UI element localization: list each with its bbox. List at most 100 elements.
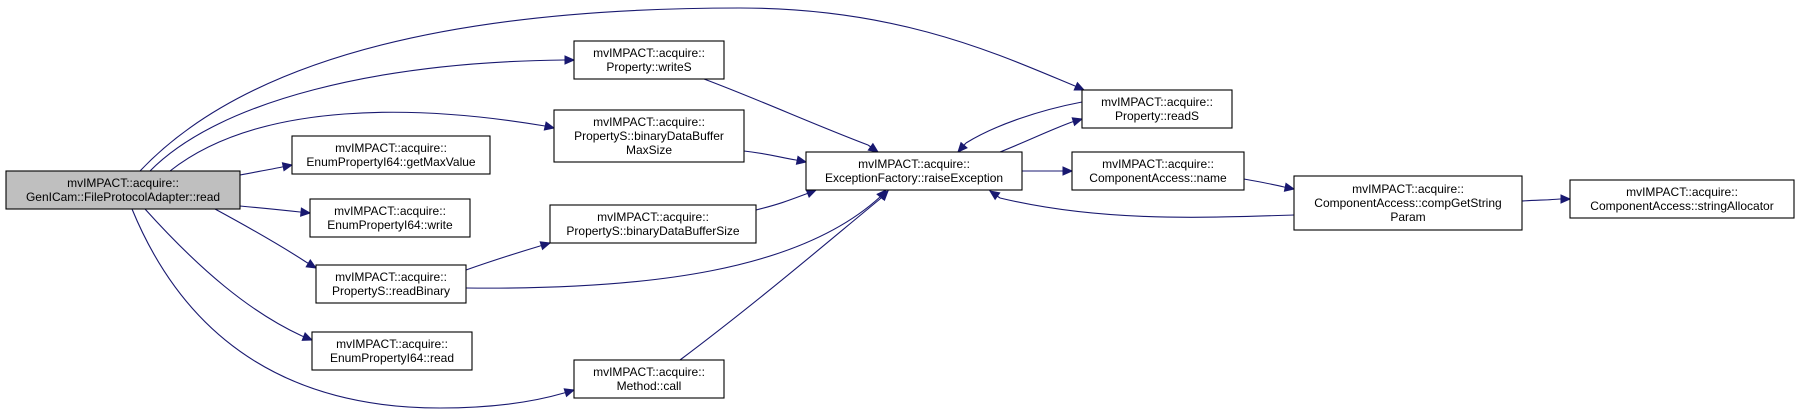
edge-line-tail xyxy=(281,164,293,168)
edge-compGet-to-strAlloc xyxy=(1521,194,1572,204)
edge-line-tail xyxy=(563,389,575,394)
node-box[interactable] xyxy=(549,204,757,244)
node-label-line: Property::readS xyxy=(1115,109,1199,123)
edge-binMax-to-raise xyxy=(743,150,808,165)
node-getMax[interactable]: mvIMPACT::acquire::EnumPropertyI64::getM… xyxy=(291,135,491,175)
edge-raise-to-readS xyxy=(999,117,1084,153)
edge-root-to-binMax xyxy=(169,111,556,172)
node-label-line: Param xyxy=(1390,210,1425,224)
node-label-line: EnumPropertyI64::getMaxValue xyxy=(306,155,476,169)
node-label-line: mvIMPACT::acquire:: xyxy=(593,46,705,60)
node-label-line: mvIMPACT::acquire:: xyxy=(593,365,705,379)
edge-line xyxy=(149,59,565,172)
node-label-line: mvIMPACT::acquire:: xyxy=(1102,157,1214,171)
node-box[interactable] xyxy=(291,135,491,175)
edge-call-to-raise xyxy=(679,190,889,361)
node-writeS[interactable]: mvIMPACT::acquire::Property::writeS xyxy=(573,40,725,80)
node-raise[interactable]: mvIMPACT::acquire::ExceptionFactory::rai… xyxy=(805,151,1023,191)
edge-writeS-to-raise xyxy=(703,78,880,153)
node-label-line: MaxSize xyxy=(626,143,672,157)
edge-line-tail xyxy=(957,142,967,153)
edge-line xyxy=(169,111,546,172)
node-label-line: ExceptionFactory::raiseException xyxy=(825,171,1003,185)
node-name[interactable]: mvIMPACT::acquire::ComponentAccess::name xyxy=(1071,151,1245,191)
edge-line xyxy=(999,121,1073,153)
node-box[interactable] xyxy=(315,264,467,304)
node-label-line: PropertyS::readBinary xyxy=(332,284,450,298)
edge-line xyxy=(139,7,1076,172)
edges-layer xyxy=(131,7,1572,409)
edge-line xyxy=(999,197,1295,218)
edge-binSize-to-raise xyxy=(755,189,818,211)
node-box[interactable] xyxy=(1081,89,1233,129)
node-label-line: mvIMPACT::acquire:: xyxy=(597,210,709,224)
node-box[interactable] xyxy=(311,331,473,371)
edge-line xyxy=(465,196,881,289)
node-readBin[interactable]: mvIMPACT::acquire::PropertyS::readBinary xyxy=(315,264,467,304)
edge-line-tail xyxy=(867,144,879,153)
node-root[interactable]: mvIMPACT::acquire::GenICam::FileProtocol… xyxy=(5,170,241,210)
nodes-layer: mvIMPACT::acquire::GenICam::FileProtocol… xyxy=(5,40,1795,399)
edge-line xyxy=(239,205,301,213)
node-label-line: EnumPropertyI64::read xyxy=(330,351,454,365)
node-label-line: Method::call xyxy=(617,379,682,393)
node-strAlloc[interactable]: mvIMPACT::acquire::ComponentAccess::stri… xyxy=(1569,179,1795,219)
node-label-line: mvIMPACT::acquire:: xyxy=(335,270,447,284)
node-label-line: PropertyS::binaryDataBufferSize xyxy=(566,224,740,238)
node-label-line: ComponentAccess::compGetString xyxy=(1314,196,1501,210)
edge-root-to-ewrite xyxy=(239,205,312,217)
node-label-line: mvIMPACT::acquire:: xyxy=(67,176,179,190)
edge-root-to-writeS xyxy=(149,55,576,172)
edge-line-tail xyxy=(879,190,889,200)
node-label-line: mvIMPACT::acquire:: xyxy=(858,157,970,171)
node-box[interactable] xyxy=(1071,151,1245,191)
node-box[interactable] xyxy=(1569,179,1795,219)
edge-line-tail xyxy=(1071,118,1083,123)
edge-line xyxy=(131,208,565,409)
node-ewrite[interactable]: mvIMPACT::acquire::EnumPropertyI64::writ… xyxy=(309,198,471,238)
node-label-line: EnumPropertyI64::write xyxy=(327,218,453,232)
node-label-line: PropertyS::binaryDataBuffer xyxy=(574,129,724,143)
edge-line-tail xyxy=(1074,85,1085,91)
node-label-line: mvIMPACT::acquire:: xyxy=(593,115,705,129)
edge-line xyxy=(1243,178,1285,188)
edge-line xyxy=(1521,198,1561,202)
edge-name-to-compGet xyxy=(1243,178,1296,192)
edge-line-tail xyxy=(989,190,1001,199)
edge-line xyxy=(743,150,797,161)
node-label-line: mvIMPACT::acquire:: xyxy=(1101,95,1213,109)
edge-line-tail xyxy=(795,159,807,163)
edge-line xyxy=(214,208,307,263)
node-eread[interactable]: mvIMPACT::acquire::EnumPropertyI64::read xyxy=(311,331,473,371)
edge-line-tail xyxy=(539,242,551,247)
node-box[interactable] xyxy=(573,40,725,80)
edge-root-to-readBin xyxy=(214,208,318,269)
node-readS[interactable]: mvIMPACT::acquire::Property::readS xyxy=(1081,89,1233,129)
edge-line xyxy=(679,198,881,361)
edge-line-tail xyxy=(1283,186,1295,190)
node-label-line: Property::writeS xyxy=(606,60,691,74)
node-box[interactable] xyxy=(805,151,1023,191)
node-call[interactable]: mvIMPACT::acquire::Method::call xyxy=(573,359,725,399)
edge-line-tail xyxy=(301,335,313,341)
node-box[interactable] xyxy=(1293,175,1523,231)
node-label-line: ComponentAccess::name xyxy=(1089,171,1227,185)
edge-line xyxy=(239,166,283,176)
edge-readBin-to-binSize xyxy=(465,241,552,271)
node-box[interactable] xyxy=(309,198,471,238)
edge-raise-to-name xyxy=(1021,166,1074,176)
node-binMax[interactable]: mvIMPACT::acquire::PropertyS::binaryData… xyxy=(553,109,745,163)
node-box[interactable] xyxy=(553,109,745,163)
node-box[interactable] xyxy=(5,170,241,210)
edge-root-to-call xyxy=(131,208,576,409)
edge-line xyxy=(755,193,807,211)
edge-line-tail xyxy=(299,211,311,214)
edge-root-to-eread xyxy=(144,208,314,341)
node-box[interactable] xyxy=(573,359,725,399)
node-binSize[interactable]: mvIMPACT::acquire::PropertyS::binaryData… xyxy=(549,204,757,244)
edge-line xyxy=(465,245,541,271)
node-compGet[interactable]: mvIMPACT::acquire::ComponentAccess::comp… xyxy=(1293,175,1523,231)
edge-line-tail xyxy=(544,125,555,129)
edge-line xyxy=(703,78,869,146)
edge-root-to-getMax xyxy=(239,162,294,176)
